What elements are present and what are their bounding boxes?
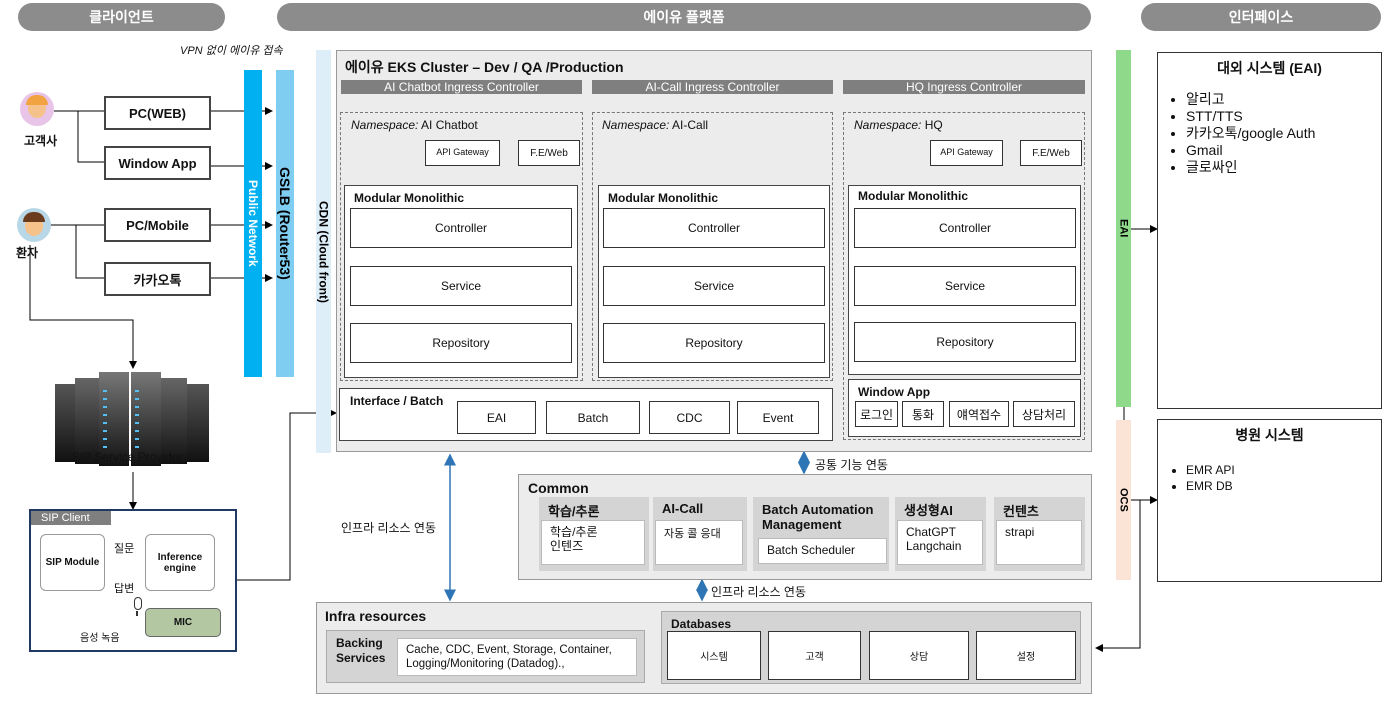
external-item: 글로싸인 [1186, 159, 1378, 176]
ai-call-monolith-title: Modular Monolithic [608, 191, 718, 205]
infra-title: Infra resources [325, 608, 427, 624]
common-col-batch-body: Batch Scheduler [758, 538, 887, 564]
hq-repository: Repository [854, 322, 1076, 362]
platform-header: 에이유 플랫폼 [277, 3, 1091, 31]
ai-call-repository: Repository [603, 323, 825, 363]
batch-batch: Batch [546, 401, 640, 434]
window-app-login: 로그인 [855, 401, 898, 427]
question-label: 질문 [114, 543, 135, 555]
gslb-bar: GSLB (Router53) [276, 70, 294, 377]
ai-call-controller: Controller [603, 208, 825, 248]
hq-controller: Controller [854, 208, 1076, 248]
interface-header: 인터페이스 [1141, 3, 1381, 31]
hq-monolith-title: Modular Monolithic [858, 189, 968, 203]
customer-avatar-icon [20, 92, 54, 126]
common-col-genai-body: ChatGPT Langchain [897, 520, 983, 565]
common-col-ai-call-title: AI-Call [662, 501, 704, 516]
infra-link-bottom-label: 인프라 리소스 연동 [711, 585, 806, 599]
external-item: 카카오톡/google Auth [1186, 125, 1378, 142]
chatbot-fe-web: F.E/Web [518, 140, 580, 166]
interface-batch-title: Interface / Batch [350, 394, 444, 408]
sip-client-title: SIP Client [31, 511, 111, 525]
ingress-ai-call: AI-Call Ingress Controller [592, 80, 833, 94]
hospital-item: EMR API [1186, 462, 1378, 478]
window-app-consult: 상담처리 [1013, 401, 1075, 427]
external-item: Gmail [1186, 142, 1378, 159]
common-col-learning-body: 학습/추론 인텐즈 [541, 520, 645, 565]
batch-cdc: CDC [649, 401, 730, 434]
infra-link-left-label: 인프라 리소스 연동 [341, 521, 436, 535]
chatbot-monolith-title: Modular Monolithic [354, 191, 464, 205]
common-col-genai-title: 생성형AI [904, 503, 953, 518]
eai-bar: EAI [1116, 50, 1131, 407]
namespace-ai-call [592, 112, 833, 381]
ingress-hq: HQ Ingress Controller [843, 80, 1085, 94]
batch-eai: EAI [457, 401, 536, 434]
chatbot-controller: Controller [350, 208, 572, 248]
cdn-bar: CDN (Cloud front) [316, 50, 331, 453]
microphone-icon [132, 597, 142, 617]
db-consult: 상담 [869, 631, 969, 680]
chatbot-repository: Repository [350, 323, 572, 363]
sip-provider-label: SIP Service Provider [72, 450, 183, 464]
hospital-systems-panel [1157, 419, 1382, 582]
namespace-hq [843, 112, 1085, 440]
client-header: 클라이언트 [18, 3, 225, 31]
db-system: 시스템 [667, 631, 761, 680]
hq-api-gateway: API Gateway [930, 140, 1003, 166]
external-systems-list: 알리고 STT/TTS 카카오톡/google Auth Gmail 글로싸인 [1168, 91, 1378, 176]
hospital-systems-list: EMR API EMR DB [1168, 462, 1378, 494]
databases-title: Databases [671, 617, 732, 631]
ingress-chatbot: AI Chatbot Ingress Controller [341, 80, 582, 94]
common-col-batch-title: Batch Automation Management [762, 502, 874, 532]
kakaotalk-box: 카카오톡 [104, 262, 211, 296]
mic-box: MIC [145, 608, 221, 637]
common-link-label: 공통 기능 연동 [815, 458, 888, 472]
external-systems-title: 대외 시스템 (EAI) [1217, 60, 1322, 76]
hospital-systems-title: 병원 시스템 [1235, 427, 1304, 443]
ai-call-service: Service [603, 266, 825, 306]
patient-label: 환자 [16, 246, 39, 260]
vpn-note: VPN 없이 에이유 접속 [180, 45, 283, 57]
ocs-bar: OCS [1116, 420, 1131, 580]
backing-services-title: Backing Services [336, 636, 386, 665]
answer-label: 답변 [114, 583, 135, 595]
hospital-item: EMR DB [1186, 478, 1378, 494]
namespace-ai-call-label: Namespace: AI-Call [602, 118, 709, 132]
pc-web-box: PC(WEB) [104, 96, 211, 130]
external-systems-panel [1157, 52, 1382, 409]
window-app-reception: 얘역접수 [949, 401, 1009, 427]
namespace-chatbot-label: Namespace: AI Chatbot [351, 118, 478, 132]
chatbot-service: Service [350, 266, 572, 306]
customer-label: 고객사 [24, 134, 58, 148]
chatbot-api-gateway: API Gateway [425, 140, 500, 166]
sip-module-box: SIP Module [40, 534, 105, 591]
hq-window-app-title: Window App [858, 385, 931, 399]
pc-mobile-box: PC/Mobile [104, 208, 211, 242]
server-rack-icon [55, 370, 210, 470]
voice-recording-label: 음성 녹음 [80, 633, 120, 644]
common-col-contents-body: strapi [996, 520, 1082, 565]
db-settings: 설정 [976, 631, 1076, 680]
patient-avatar-icon [17, 208, 51, 242]
external-item: 알리고 [1186, 91, 1378, 108]
common-col-ai-call-body: 자동 콜 응대 [655, 520, 743, 565]
common-title: Common [528, 480, 589, 496]
hq-fe-web: F.E/Web [1020, 140, 1082, 166]
batch-event: Event [737, 401, 819, 434]
namespace-chatbot [340, 112, 583, 381]
window-app-client-box: Window App [104, 146, 211, 180]
inference-engine-box: Inference engine [145, 534, 215, 591]
eks-cluster-title: 에이유 EKS Cluster – Dev / QA /Production [345, 59, 624, 75]
db-customer: 고객 [768, 631, 861, 680]
common-col-learning-title: 학습/추론 [548, 504, 600, 519]
window-app-call: 통화 [902, 401, 944, 427]
backing-services-desc: Cache, CDC, Event, Storage, Container, L… [397, 638, 637, 676]
common-col-contents-title: 컨텐츠 [1003, 504, 1039, 519]
namespace-hq-label: Namespace: HQ [854, 118, 943, 132]
public-network-bar: Public Network [244, 70, 262, 377]
hq-service: Service [854, 266, 1076, 306]
external-item: STT/TTS [1186, 108, 1378, 125]
